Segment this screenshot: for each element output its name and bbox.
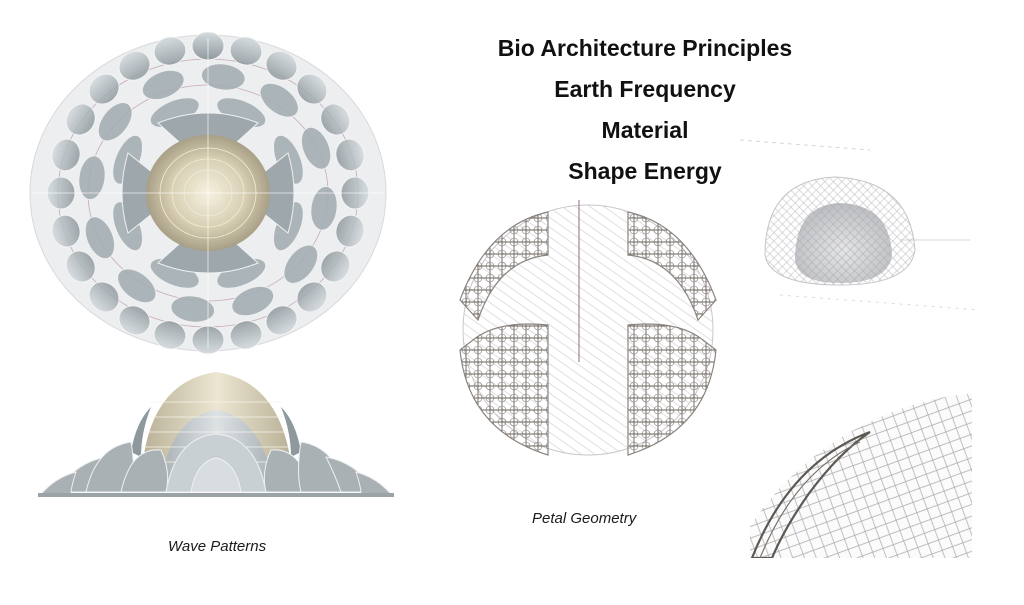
title-block: Bio Architecture Principles Earth Freque…: [470, 28, 820, 192]
lotus-elevation-figure: [36, 372, 398, 502]
title-line-bio-architecture: Bio Architecture Principles: [497, 35, 793, 61]
petal-sphere-figure: [448, 200, 728, 470]
title-line-material: Material: [601, 117, 689, 143]
title-line-earth-frequency: Earth Frequency: [554, 76, 736, 102]
caption-wave-patterns: Wave Patterns: [168, 538, 267, 555]
lotus-plan-figure: [28, 28, 388, 358]
sphere-detail-figure: [750, 392, 972, 558]
dome-wireframe-figure: [740, 135, 1024, 310]
caption-petal-geometry: Petal Geometry: [532, 510, 637, 527]
title-line-shape-energy: Shape Energy: [568, 158, 722, 184]
